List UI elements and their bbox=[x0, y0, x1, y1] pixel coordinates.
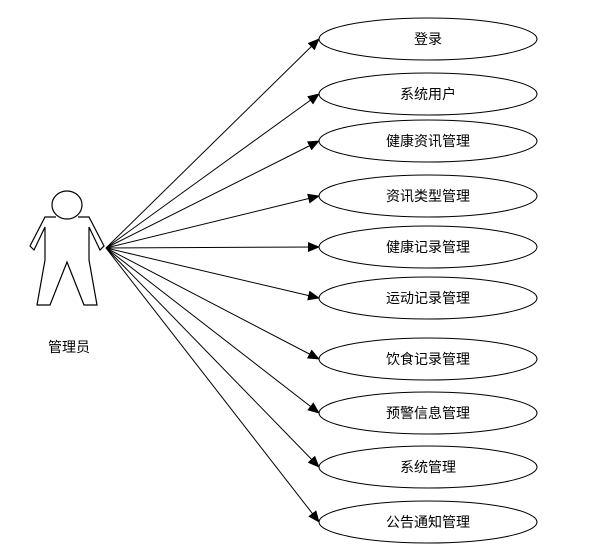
use-case-label: 系统用户 bbox=[400, 86, 456, 103]
association-arrow bbox=[105, 193, 320, 249]
use-case-label: 健康资讯管理 bbox=[386, 133, 470, 150]
use-case-item: 健康资讯管理 bbox=[318, 119, 538, 163]
use-case-ellipse bbox=[318, 276, 538, 320]
use-case-item: 健康记录管理 bbox=[318, 225, 538, 269]
association-arrow bbox=[105, 93, 320, 249]
use-case-item: 登录 bbox=[318, 17, 538, 61]
use-case-item: 公告通知管理 bbox=[318, 500, 538, 544]
association-arrow bbox=[105, 247, 320, 414]
use-case-item: 预警信息管理 bbox=[318, 391, 538, 435]
use-case-ellipse bbox=[318, 119, 538, 163]
use-case-ellipse bbox=[318, 225, 538, 269]
association-arrow bbox=[105, 247, 320, 523]
actor-body-outline bbox=[29, 216, 105, 306]
use-case-label: 资讯类型管理 bbox=[386, 189, 470, 205]
association-arrow bbox=[105, 242, 320, 253]
use-case-ellipse bbox=[318, 500, 538, 544]
use-case-ellipse bbox=[318, 72, 538, 116]
use-case-ellipse bbox=[318, 17, 538, 61]
use-case-label: 健康记录管理 bbox=[386, 239, 470, 256]
use-case-item: 运动记录管理 bbox=[318, 276, 538, 320]
association-arrow bbox=[105, 247, 320, 301]
association-arrow bbox=[105, 247, 320, 468]
use-case-ellipse bbox=[318, 445, 538, 489]
use-case-label: 饮食记录管理 bbox=[386, 351, 470, 368]
use-case-label: 预警信息管理 bbox=[386, 405, 470, 422]
use-case-item: 系统用户 bbox=[318, 72, 538, 116]
association-lines bbox=[105, 38, 320, 523]
use-case-item: 资讯类型管理 bbox=[318, 174, 538, 218]
use-case-item: 系统管理 bbox=[318, 445, 538, 489]
association-arrow bbox=[105, 247, 320, 360]
use-case-item: 饮食记录管理 bbox=[318, 337, 538, 381]
use-case-ellipse bbox=[318, 337, 538, 381]
actor-head bbox=[51, 190, 83, 220]
association-arrow bbox=[105, 38, 320, 249]
use-case-label: 运动记录管理 bbox=[386, 291, 470, 307]
use-case-label: 公告通知管理 bbox=[386, 514, 470, 531]
association-arrow bbox=[105, 140, 320, 249]
actor-label: 管理员 bbox=[48, 340, 90, 356]
use-case-label: 登录 bbox=[414, 32, 442, 48]
use-case-list: 登录系统用户健康资讯管理资讯类型管理健康记录管理运动记录管理饮食记录管理预警信息… bbox=[318, 17, 538, 544]
actor-figure-icon bbox=[29, 190, 105, 306]
use-case-label: 系统管理 bbox=[400, 460, 456, 476]
use-case-ellipse bbox=[318, 391, 538, 435]
use-case-ellipse bbox=[318, 174, 538, 218]
